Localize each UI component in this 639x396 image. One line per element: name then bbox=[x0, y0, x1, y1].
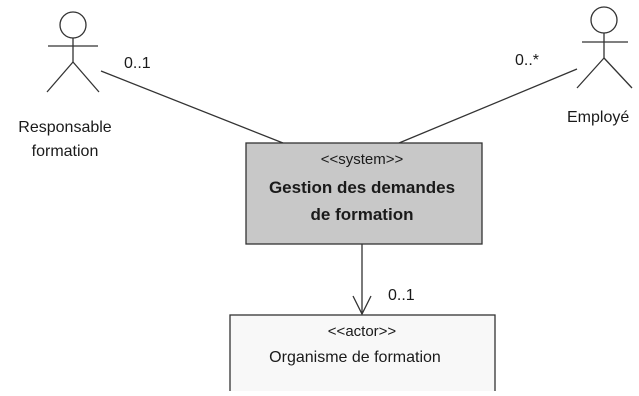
actor-employe-label: Employé bbox=[567, 109, 629, 126]
external-actor-name: Organisme de formation bbox=[269, 349, 441, 366]
external-actor-stereotype: <<actor>> bbox=[328, 323, 397, 340]
actor-responsable-label-line2: formation bbox=[32, 143, 99, 160]
system-stereotype: <<system>> bbox=[321, 151, 404, 168]
navigability-arrowhead bbox=[352, 295, 372, 316]
actor-employe-figure bbox=[576, 6, 633, 89]
multiplicity-responsable: 0..1 bbox=[124, 55, 151, 72]
actor-responsable-head bbox=[59, 11, 87, 39]
multiplicity-organisme: 0..1 bbox=[388, 287, 415, 304]
actor-employe-right-leg bbox=[603, 57, 633, 89]
external-actor-box bbox=[229, 314, 496, 396]
actor-responsable-left-leg bbox=[46, 61, 74, 93]
actor-employe-head bbox=[590, 6, 618, 34]
actor-responsable-label-line1: Responsable bbox=[18, 119, 112, 136]
actor-employe-left-leg bbox=[576, 57, 605, 89]
system-name-line1: Gestion des demandes bbox=[269, 178, 455, 197]
association-responsable-system bbox=[100, 70, 284, 144]
system-box bbox=[245, 142, 483, 245]
association-employe-system bbox=[398, 68, 578, 144]
actor-responsable-figure bbox=[46, 11, 100, 93]
actor-responsable-right-leg bbox=[72, 61, 100, 93]
system-name-line2: de formation bbox=[311, 205, 414, 224]
multiplicity-employe: 0..* bbox=[515, 52, 539, 69]
